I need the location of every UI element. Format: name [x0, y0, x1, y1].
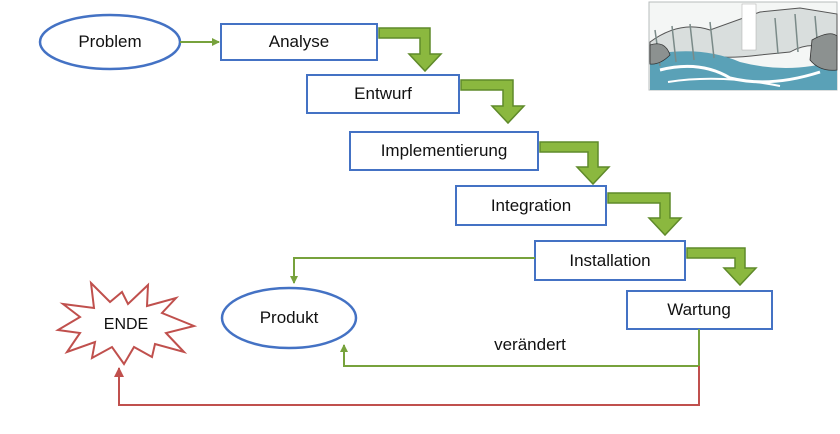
implementierung-to-integration-arrow	[539, 141, 611, 186]
wartung-box	[626, 290, 773, 330]
installation-to-produkt-arrow	[290, 257, 535, 284]
integration-box	[455, 185, 607, 226]
analyse-label: Analyse	[268, 32, 330, 51]
wartung-label: Wartung	[667, 300, 731, 319]
installation-box	[534, 240, 686, 281]
integration-to-installation-arrow	[607, 192, 683, 237]
integration-label: Integration	[490, 196, 572, 215]
installation-label: Installation	[569, 251, 651, 270]
veraendert-label: verändert	[494, 335, 566, 354]
entwurf-box	[306, 74, 460, 114]
implementierung-box	[349, 131, 539, 171]
waterfall-image	[648, 1, 838, 91]
wartung-to-produkt-arrow	[340, 329, 700, 367]
analyse-to-entwurf-arrow	[378, 27, 443, 73]
ende-label: ENDE	[103, 316, 149, 333]
produkt-label: Produkt	[259, 308, 319, 327]
problem-label: Problem	[78, 32, 142, 51]
analyse-box	[220, 23, 378, 61]
implementierung-label: Implementierung	[380, 141, 508, 160]
wartung-to-ende-arrow	[114, 366, 700, 406]
entwurf-label: Entwurf	[354, 84, 412, 103]
entwurf-to-implementierung-arrow	[460, 79, 526, 125]
installation-to-wartung-arrow	[686, 247, 758, 287]
ende-node	[55, 280, 198, 366]
produkt-node	[220, 286, 358, 350]
